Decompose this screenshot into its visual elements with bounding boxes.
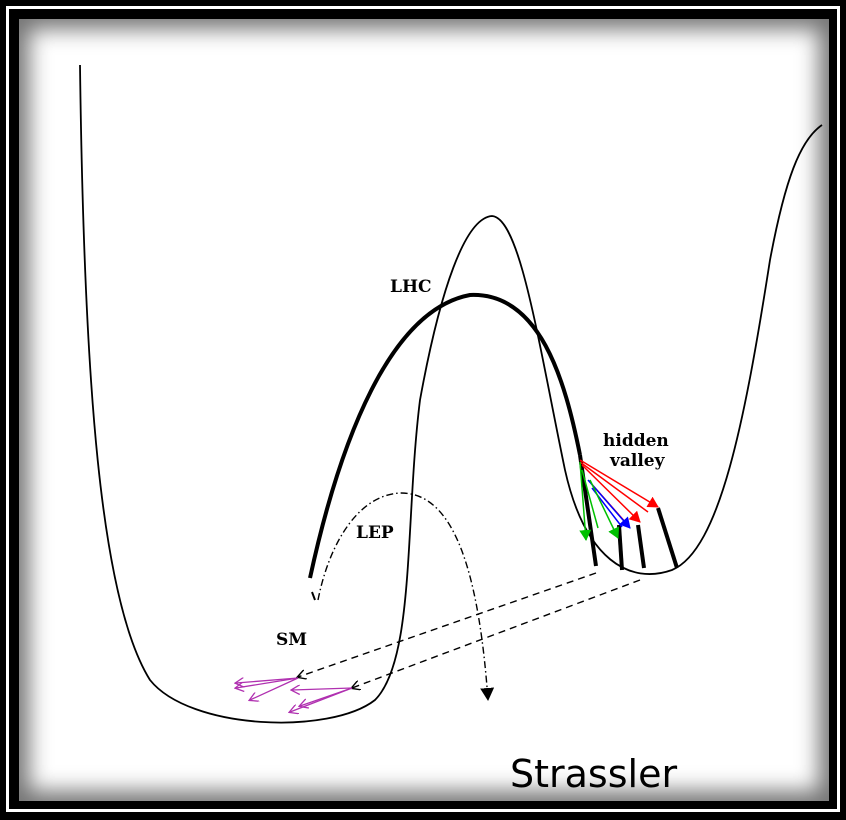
return-dashed-arrows bbox=[298, 572, 641, 688]
lep-label: LEP bbox=[356, 523, 394, 543]
hidden-valley-arrows bbox=[579, 459, 659, 541]
sm-label: SM bbox=[276, 630, 307, 650]
author-credit: Strassler bbox=[510, 752, 677, 796]
lhc-arc-gap bbox=[311, 591, 316, 601]
diagram-canvas bbox=[19, 19, 829, 801]
sm-arrows bbox=[236, 677, 353, 712]
hidden-valley-label-line2: valley bbox=[609, 451, 666, 471]
potential-curve bbox=[79, 64, 823, 724]
lep-arc bbox=[317, 492, 495, 701]
hidden-valley-label-line1: hidden bbox=[603, 431, 669, 451]
lhc-arc bbox=[308, 292, 582, 579]
lhc-label: LHC bbox=[390, 277, 432, 297]
